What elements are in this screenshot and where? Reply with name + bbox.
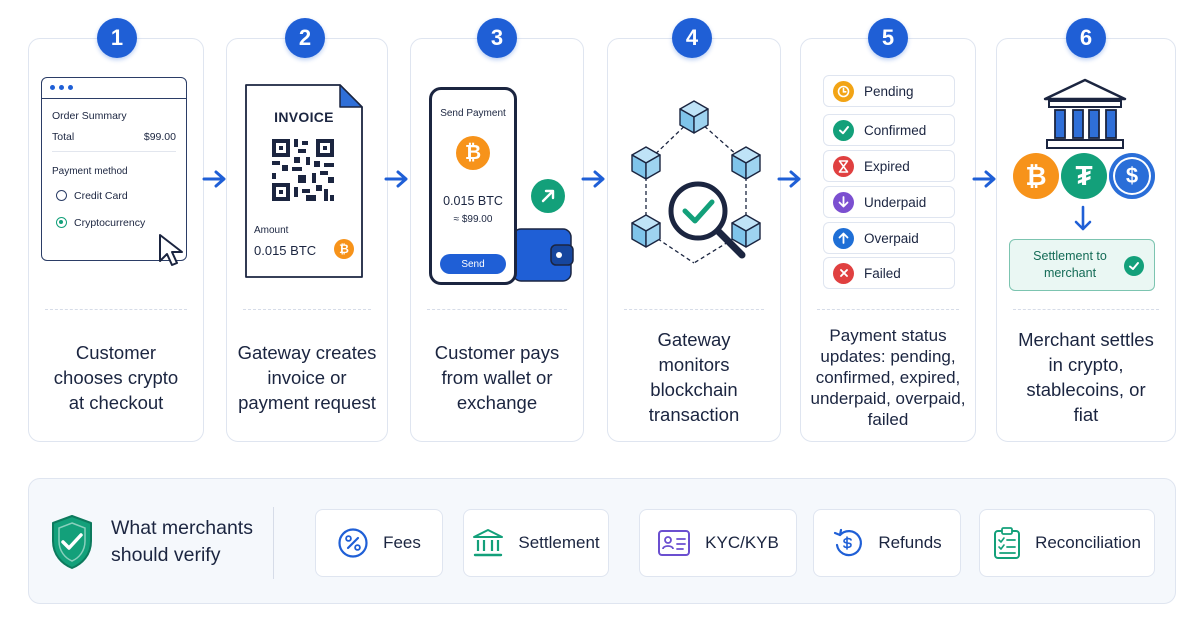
status-expired: Expired: [823, 150, 955, 182]
step-card-2: INVOICE Amount 0.015 BTC ₿ Gateway creat…: [226, 38, 388, 442]
bitcoin-icon: ₿: [334, 239, 354, 259]
qr-code: [270, 137, 336, 203]
verify-item-label: Settlement: [518, 533, 600, 552]
bitcoin-icon: ₿: [1013, 153, 1059, 199]
send-arrow-icon: [531, 179, 565, 213]
status-label: Overpaid: [864, 230, 919, 246]
verify-panel: What merchants should verify Fees Settle…: [28, 478, 1176, 604]
step-badge-3: 3: [477, 18, 517, 58]
blockchain-network-icon: [631, 100, 761, 264]
phone-mockup: Send Payment ₿ 0.015 BTC ≈ $99.00 Send: [429, 87, 517, 285]
flow-arrow-icon: [777, 170, 801, 188]
arrow-down-icon: [1074, 205, 1092, 231]
window-dots: [50, 85, 73, 90]
flow-arrow-icon: [581, 170, 605, 188]
status-underpaid: Underpaid: [823, 186, 955, 218]
step-badge-5: 5: [868, 18, 908, 58]
step-badge-4: 4: [672, 18, 712, 58]
step-caption-2: Gateway creates invoice or payment reque…: [237, 341, 377, 413]
order-summary-label: Order Summary: [52, 110, 127, 122]
invoice-title: INVOICE: [274, 109, 334, 125]
bank-icon: [1043, 78, 1127, 149]
arrow-down-icon: [833, 191, 854, 213]
step-caption-1: Customer chooses crypto at checkout: [53, 341, 179, 413]
status-confirmed: Confirmed: [823, 114, 955, 146]
invoice-amount-value: 0.015 BTC: [254, 243, 317, 258]
check-icon: [1124, 256, 1144, 276]
shield-check-icon: [52, 515, 92, 569]
verify-item-kyc: KYC/KYB: [639, 509, 797, 577]
check-icon: [833, 119, 854, 141]
refund-icon: [834, 528, 863, 557]
clock-icon: [833, 80, 854, 102]
verify-item-label: Refunds: [878, 533, 942, 552]
total-value: $99.00: [143, 131, 176, 143]
percent-icon: [338, 528, 368, 558]
step-badge-2: 2: [285, 18, 325, 58]
clipboard-icon: [994, 527, 1021, 559]
magnifier-icon: [668, 181, 746, 259]
cursor-icon: [159, 234, 183, 266]
id-card-icon: [658, 530, 691, 556]
flow-arrow-icon: [972, 170, 996, 188]
verify-item-refunds: Refunds: [813, 509, 961, 577]
payment-method-label: Payment method: [52, 166, 128, 177]
bitcoin-icon: ₿: [456, 136, 490, 170]
crypto-radio[interactable]: [56, 217, 67, 228]
hourglass-icon: [833, 155, 854, 177]
step-card-4: Gateway monitors blockchain transaction: [607, 38, 781, 442]
settlement-box: Settlement to merchant: [1009, 239, 1155, 291]
usd-coin-icon: $: [1109, 153, 1155, 199]
verify-item-label: KYC/KYB: [705, 533, 779, 552]
status-label: Expired: [864, 158, 910, 174]
step-card-3: Send Payment ₿ 0.015 BTC ≈ $99.00 Send C…: [410, 38, 584, 442]
status-label: Pending: [864, 83, 914, 99]
send-button[interactable]: Send: [440, 254, 506, 274]
wallet-amount: 0.015 BTC: [443, 194, 503, 208]
verify-heading: What merchants should verify: [111, 517, 253, 566]
status-label: Underpaid: [864, 194, 927, 210]
step-badge-1: 1: [97, 18, 137, 58]
step-caption-5: Payment status updates: pending, confirm…: [810, 325, 966, 429]
step-card-1: Order Summary Total $99.00 Payment metho…: [28, 38, 204, 442]
credit-card-radio[interactable]: [56, 190, 67, 201]
verify-item-label: Reconciliation: [1035, 533, 1141, 552]
bank-icon: [473, 529, 504, 557]
step-card-5: Pending Confirmed Expired Underpaid Over…: [800, 38, 976, 442]
tether-icon: ₮: [1061, 153, 1107, 199]
total-label: Total: [52, 131, 75, 143]
wallet-icon: [512, 228, 574, 282]
arrow-up-icon: [833, 227, 854, 249]
verify-item-fees: Fees: [315, 509, 443, 577]
status-label: Confirmed: [864, 122, 927, 138]
step-badge-6: 6: [1066, 18, 1106, 58]
status-failed: Failed: [823, 257, 955, 289]
invoice-document: INVOICE Amount 0.015 BTC ₿: [244, 83, 364, 279]
step-caption-3: Customer pays from wallet or exchange: [434, 341, 560, 413]
checkout-window: Order Summary Total $99.00 Payment metho…: [41, 77, 187, 261]
verify-item-reconciliation: Reconciliation: [979, 509, 1155, 577]
invoice-amount-label: Amount: [254, 225, 289, 236]
step-caption-4: Gateway monitors blockchain transaction: [648, 329, 740, 425]
status-overpaid: Overpaid: [823, 222, 955, 254]
settlement-label: Settlement to merchant: [1033, 249, 1107, 280]
wallet-fiat-amount: ≈ $99.00: [453, 214, 493, 225]
step-caption-6: Merchant settles in crypto, stablecoins,…: [1018, 329, 1154, 425]
x-icon: [833, 262, 854, 284]
send-payment-title: Send Payment: [440, 108, 506, 119]
step-card-6: ₿ ₮ $ Settlement to merchant Merchant se…: [996, 38, 1176, 442]
status-label: Failed: [864, 265, 901, 281]
cryptocurrency-option[interactable]: Cryptocurrency: [74, 217, 146, 229]
flow-arrow-icon: [202, 170, 226, 188]
credit-card-option[interactable]: Credit Card: [74, 190, 128, 202]
status-pending: Pending: [823, 75, 955, 107]
verify-item-label: Fees: [383, 533, 421, 552]
verify-item-settlement: Settlement: [463, 509, 609, 577]
flow-arrow-icon: [384, 170, 408, 188]
